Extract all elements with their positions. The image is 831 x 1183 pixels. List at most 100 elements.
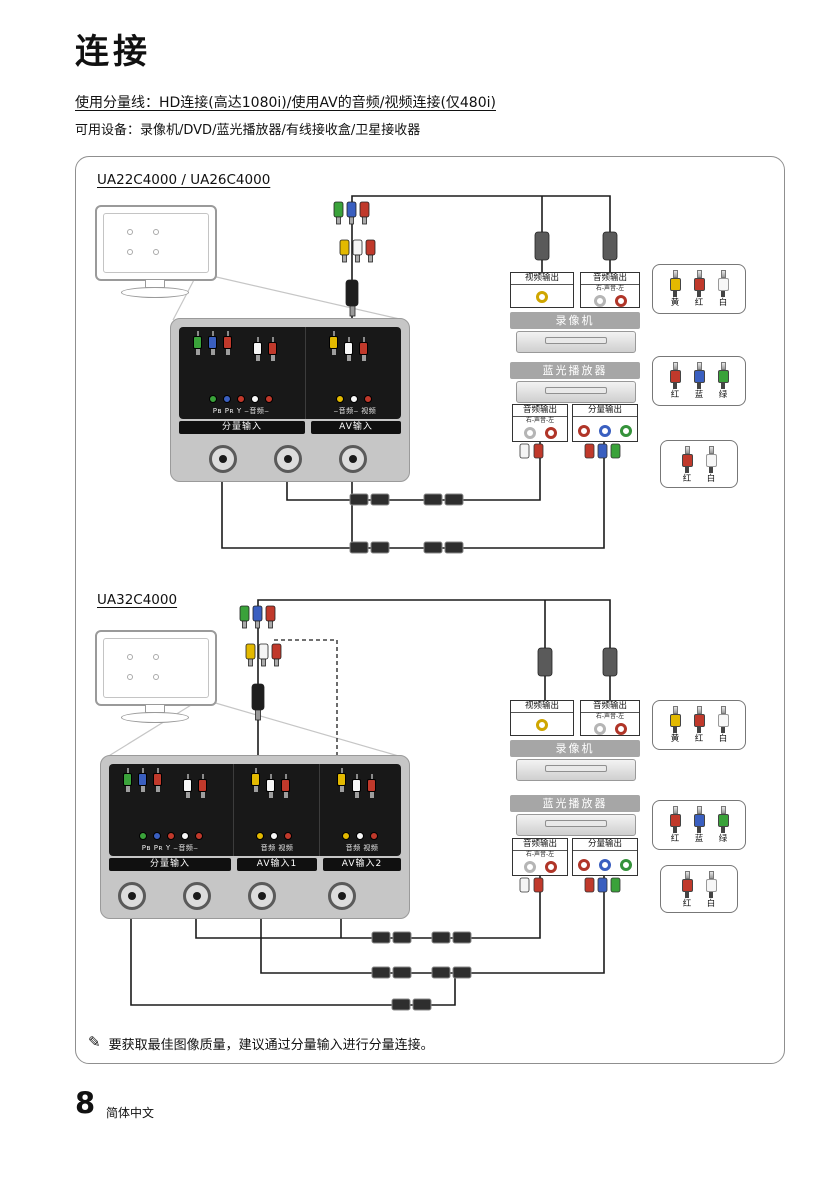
audio-r-jack-icon bbox=[544, 861, 557, 873]
panel-rca-jack bbox=[274, 445, 302, 473]
av2-jack-labels-2: 音频 视频 bbox=[345, 844, 379, 852]
panel-rca-jack bbox=[209, 445, 237, 473]
rca-plug-red-icon bbox=[681, 446, 693, 473]
plug-color-label: 白 bbox=[718, 734, 728, 744]
plug-color-label: 黄 bbox=[670, 298, 680, 308]
legend-av-cable-1: 黄 红 白 bbox=[652, 264, 746, 314]
plug-color-label: 红 bbox=[670, 834, 680, 844]
av-jack-labels-1: ‒音频‒ 视频 bbox=[333, 407, 377, 415]
audio-out-label: 音频输出 bbox=[581, 701, 639, 713]
pb-plug-icon bbox=[193, 331, 202, 355]
video-jack-icon bbox=[536, 719, 548, 731]
audio-l-jack-icon bbox=[523, 427, 536, 439]
av2-audio-l-plug-icon bbox=[352, 774, 361, 798]
vcr-audio-out-box-2: 音频输出 右-声音-左 bbox=[580, 700, 640, 736]
audio-out-label: 音频输出 bbox=[513, 839, 567, 851]
plug-color-label: 红 bbox=[694, 734, 704, 744]
rca-plug-blue-icon bbox=[693, 362, 705, 389]
audio-r-jack-icon bbox=[544, 427, 557, 439]
tv-illustration-2 bbox=[95, 630, 217, 706]
cassette-slot-icon bbox=[545, 337, 607, 344]
rca-plug-green-icon bbox=[717, 362, 729, 389]
av1-jack-dots-2 bbox=[239, 832, 309, 840]
vcr-video-out-box-1: 视频输出 bbox=[510, 272, 574, 308]
audio-out-label: 音频输出 bbox=[581, 273, 639, 285]
rca-plug-yellow-icon bbox=[669, 706, 681, 733]
cassette-slot-icon bbox=[545, 765, 607, 772]
av-jack-dots-1 bbox=[313, 395, 395, 403]
pb-jack-icon bbox=[599, 859, 611, 871]
y-plug-icon bbox=[223, 331, 232, 355]
plug-color-label: 白 bbox=[718, 298, 728, 308]
av-audio-r-plug-icon bbox=[359, 337, 368, 361]
av2-jack-dots-2 bbox=[325, 832, 395, 840]
page-title: 连接 bbox=[75, 32, 151, 72]
rca-plug-white-icon bbox=[705, 871, 717, 898]
audio-l-jack-icon bbox=[593, 723, 606, 735]
plug-color-label: 白 bbox=[706, 474, 716, 484]
rca-plug-yellow-icon bbox=[669, 270, 681, 297]
plug-color-label: 黄 bbox=[670, 734, 680, 744]
video-out-label: 视频输出 bbox=[511, 701, 573, 713]
model-label-2: UA32C4000 bbox=[97, 592, 178, 608]
legend-av-cable-2: 黄 红 白 bbox=[652, 700, 746, 750]
component-out-label: 分量输出 bbox=[573, 839, 637, 851]
disc-slot-icon bbox=[545, 387, 607, 394]
vcr-title-bar-2: 录像机 bbox=[510, 740, 640, 757]
legend-component-cable-2: 红 蓝 绿 bbox=[652, 800, 746, 850]
note-text: 要获取最佳图像质量，建议通过分量输入进行分量连接。 bbox=[108, 1038, 434, 1053]
vcr-audio-out-box-1: 音频输出 右-声音-左 bbox=[580, 272, 640, 308]
diagram-frame bbox=[75, 156, 785, 1064]
component-jack-dots-1 bbox=[185, 395, 297, 403]
av-in-strip-1: AV输入 bbox=[311, 421, 401, 434]
component-jack-labels-2: Pʙ Pʀ Y ‒音频‒ bbox=[141, 844, 199, 852]
tv-back-panel-2: Pʙ Pʀ Y ‒音频‒ 音频 视频 音频 视频 分量输入 AV输入1 AV输入… bbox=[100, 755, 410, 919]
plug-color-label: 红 bbox=[670, 390, 680, 400]
pb-plug-icon bbox=[123, 768, 132, 792]
legend-component-cable-1: 红 蓝 绿 bbox=[652, 356, 746, 406]
av1-in-strip-2: AV输入1 bbox=[237, 858, 317, 871]
y-plug-icon bbox=[153, 768, 162, 792]
bluray-audio-out-box-2: 音频输出 右-声音-左 bbox=[512, 838, 568, 876]
audio-out-label: 音频输出 bbox=[513, 405, 567, 417]
rca-plug-red-icon bbox=[693, 270, 705, 297]
audio-l-jack-icon bbox=[523, 861, 536, 873]
plug-color-label: 蓝 bbox=[694, 390, 704, 400]
rca-plug-white-icon bbox=[717, 706, 729, 733]
audio-r-plug-icon bbox=[268, 337, 277, 361]
pr-plug-icon bbox=[138, 768, 147, 792]
tv-stand-base-1 bbox=[121, 287, 189, 298]
page-number: 8 bbox=[75, 1086, 96, 1120]
audio-l-plug-icon bbox=[183, 774, 192, 798]
y-jack-icon bbox=[620, 425, 632, 437]
audio-l-plug-icon bbox=[253, 337, 262, 361]
legend-audio-cable-2: 红 白 bbox=[660, 865, 738, 913]
vcr-device-drawing-2 bbox=[516, 759, 636, 781]
plug-color-label: 蓝 bbox=[694, 834, 704, 844]
pb-jack-icon bbox=[599, 425, 611, 437]
pencil-note-icon: ✎ bbox=[88, 1033, 101, 1051]
bluray-audio-out-box-1: 音频输出 右-声音-左 bbox=[512, 404, 568, 442]
av1-audio-r-plug-icon bbox=[281, 774, 290, 798]
rca-plug-red-icon bbox=[681, 871, 693, 898]
available-devices-line: 可用设备：录像机/DVD/蓝光播放器/有线接收盒/卫星接收器 bbox=[75, 123, 421, 138]
panel-rca-jack bbox=[183, 882, 211, 910]
rca-plug-white-icon bbox=[717, 270, 729, 297]
tv-back-cover-1 bbox=[103, 213, 209, 273]
av1-video-plug-icon bbox=[251, 768, 260, 792]
component-jack-dots-2 bbox=[115, 832, 227, 840]
bluray-title-bar-2: 蓝光播放器 bbox=[510, 795, 640, 812]
panel-rca-jack bbox=[328, 882, 356, 910]
av2-in-strip-2: AV输入2 bbox=[323, 858, 401, 871]
panel-jack-area-1 bbox=[179, 327, 401, 419]
pr-jack-icon bbox=[578, 859, 590, 871]
rca-plug-red-icon bbox=[669, 362, 681, 389]
legend-audio-cable-1: 红 白 bbox=[660, 440, 738, 488]
av2-video-plug-icon bbox=[337, 768, 346, 792]
rca-plug-red-icon bbox=[669, 806, 681, 833]
plug-color-label: 绿 bbox=[718, 834, 728, 844]
audio-r-jack-icon bbox=[614, 295, 627, 307]
bluray-component-out-box-2: 分量输出 bbox=[572, 838, 638, 876]
vcr-title-bar-1: 录像机 bbox=[510, 312, 640, 329]
rca-plug-green-icon bbox=[717, 806, 729, 833]
